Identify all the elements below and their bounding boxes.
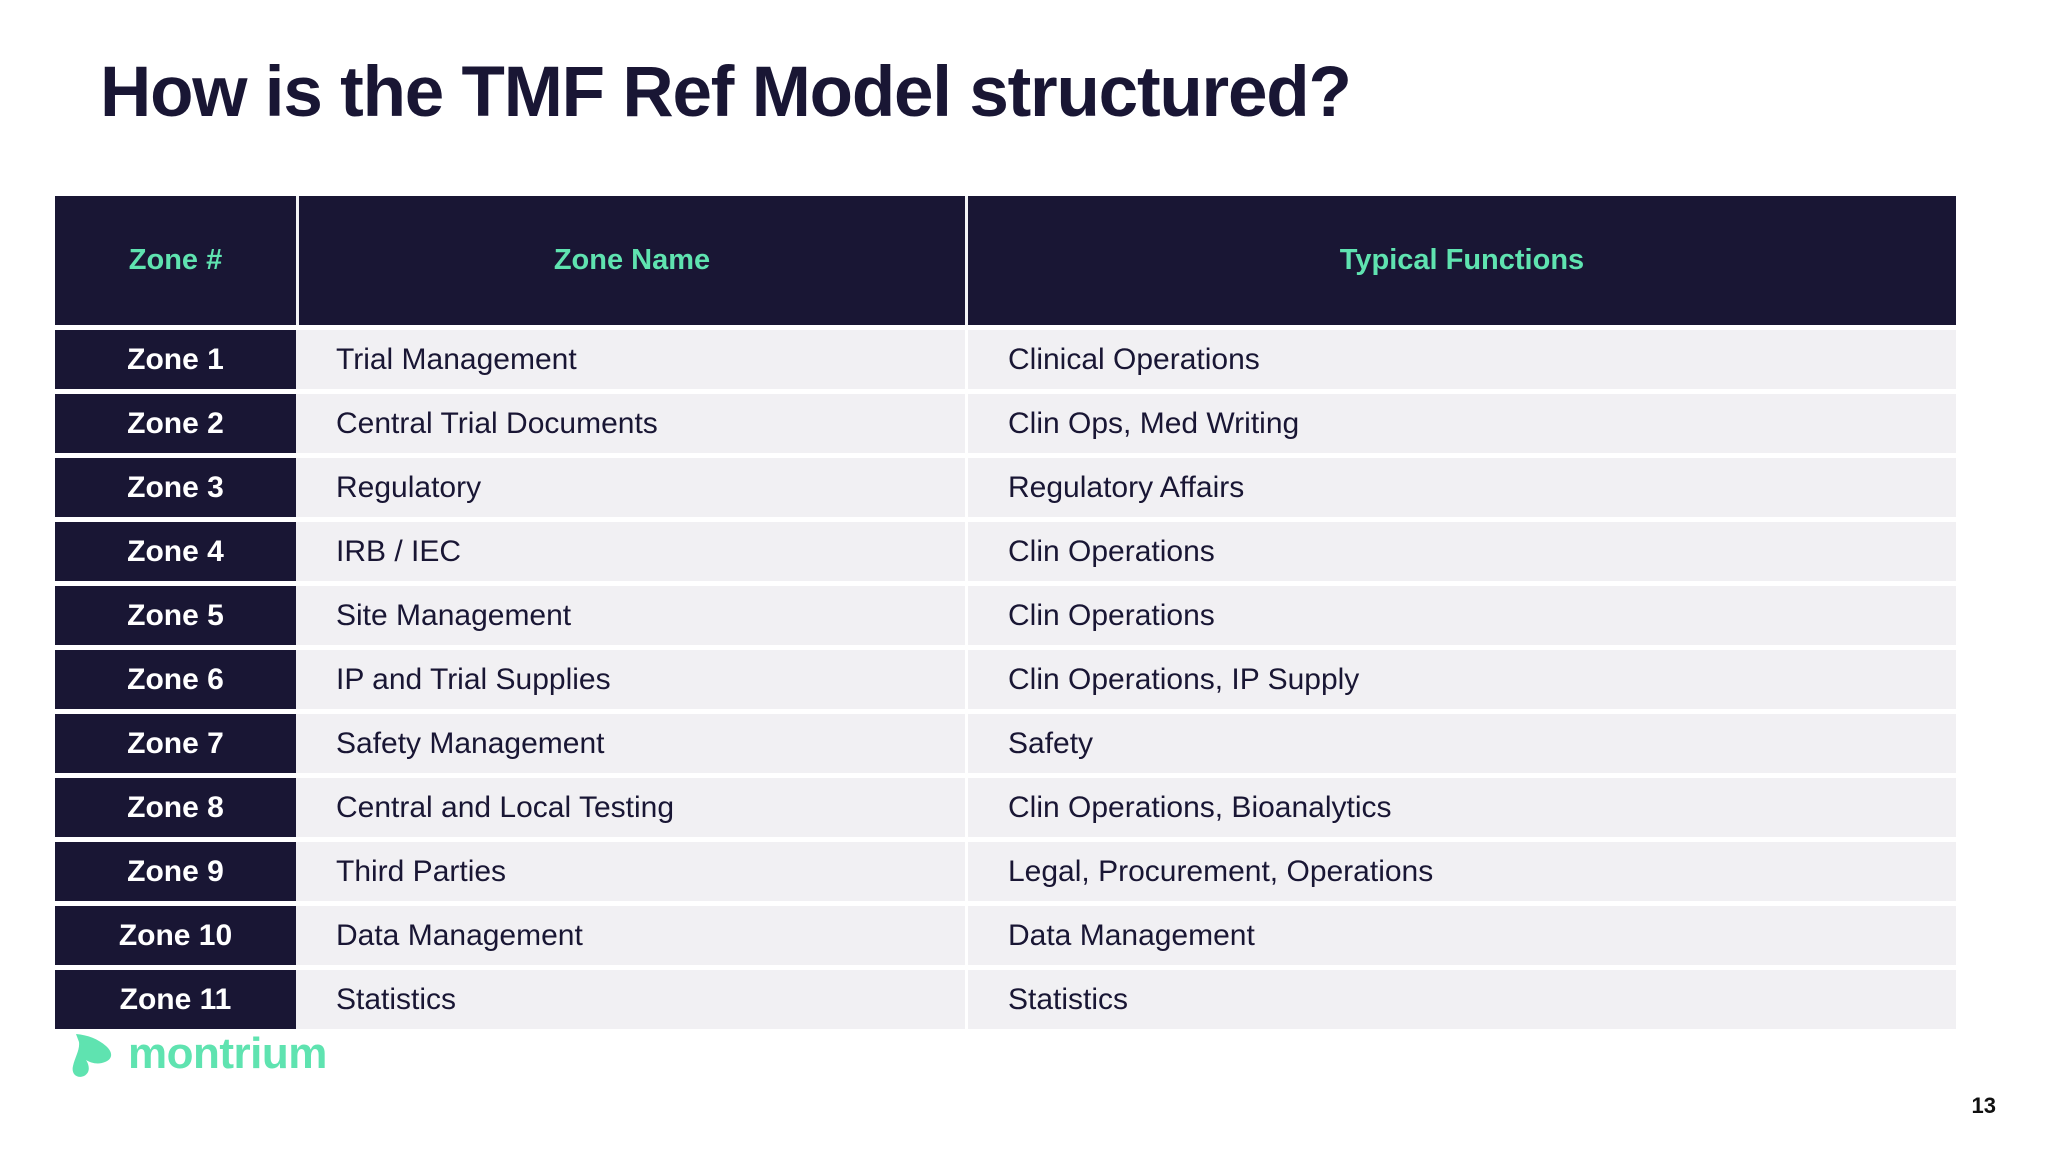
cell-typical-functions: Clinical Operations xyxy=(965,325,1956,389)
cell-zone-name: IRB / IEC xyxy=(296,517,965,581)
cell-zone-number: Zone 4 xyxy=(55,517,296,581)
cell-zone-name: Regulatory xyxy=(296,453,965,517)
cell-zone-number: Zone 7 xyxy=(55,709,296,773)
cell-typical-functions: Clin Operations, Bioanalytics xyxy=(965,773,1956,837)
cell-typical-functions: Safety xyxy=(965,709,1956,773)
page-title: How is the TMF Ref Model structured? xyxy=(100,53,1352,132)
table-header-row: Zone # Zone Name Typical Functions xyxy=(55,196,1956,325)
cell-zone-number: Zone 2 xyxy=(55,389,296,453)
cell-typical-functions: Clin Operations, IP Supply xyxy=(965,645,1956,709)
cell-zone-number: Zone 5 xyxy=(55,581,296,645)
cell-zone-name: Third Parties xyxy=(296,837,965,901)
cell-typical-functions: Statistics xyxy=(965,965,1956,1029)
cell-zone-name: Data Management xyxy=(296,901,965,965)
cell-zone-name: IP and Trial Supplies xyxy=(296,645,965,709)
cell-zone-number: Zone 9 xyxy=(55,837,296,901)
cell-typical-functions: Legal, Procurement, Operations xyxy=(965,837,1956,901)
montrium-leaf-icon xyxy=(72,1034,112,1077)
cell-zone-number: Zone 8 xyxy=(55,773,296,837)
column-header-typical-functions: Typical Functions xyxy=(965,196,1956,325)
cell-typical-functions: Regulatory Affairs xyxy=(965,453,1956,517)
montrium-wordmark: montrium xyxy=(128,1029,327,1078)
cell-zone-number: Zone 6 xyxy=(55,645,296,709)
cell-zone-name: Central and Local Testing xyxy=(296,773,965,837)
cell-zone-number: Zone 1 xyxy=(55,325,296,389)
cell-zone-name: Central Trial Documents xyxy=(296,389,965,453)
cell-zone-name: Trial Management xyxy=(296,325,965,389)
column-header-zone-name: Zone Name xyxy=(296,196,965,325)
cell-zone-number: Zone 10 xyxy=(55,901,296,965)
montrium-logo: montrium xyxy=(72,1028,327,1080)
cell-zone-number: Zone 11 xyxy=(55,965,296,1029)
cell-zone-name: Safety Management xyxy=(296,709,965,773)
cell-typical-functions: Clin Operations xyxy=(965,517,1956,581)
cell-typical-functions: Data Management xyxy=(965,901,1956,965)
cell-zone-number: Zone 3 xyxy=(55,453,296,517)
zone-reference-table: Zone # Zone Name Typical Functions Zone … xyxy=(55,196,1956,1029)
cell-zone-name: Statistics xyxy=(296,965,965,1029)
cell-typical-functions: Clin Ops, Med Writing xyxy=(965,389,1956,453)
table-header: Zone # Zone Name Typical Functions xyxy=(55,196,1956,325)
cell-typical-functions: Clin Operations xyxy=(965,581,1956,645)
page-number: 13 xyxy=(1971,1093,1996,1118)
cell-zone-name: Site Management xyxy=(296,581,965,645)
column-header-zone-number: Zone # xyxy=(55,196,296,325)
